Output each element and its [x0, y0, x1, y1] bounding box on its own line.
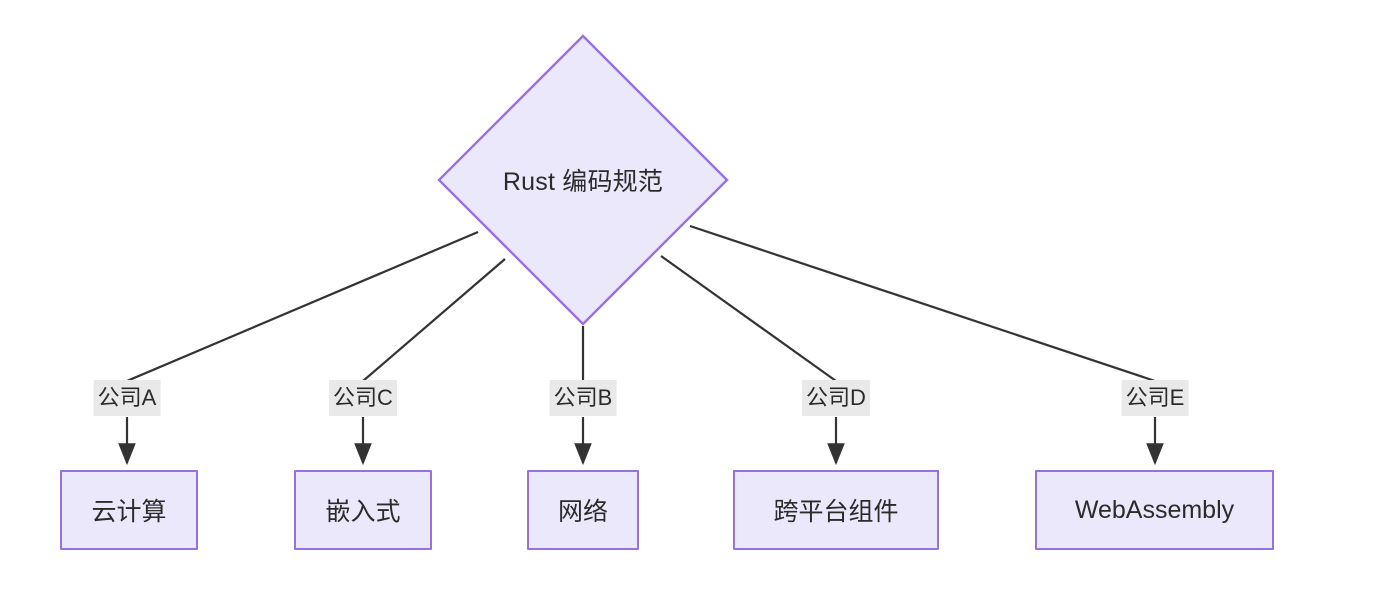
edge-label-company-c: 公司C	[329, 380, 397, 416]
node-cloud[interactable]: 云计算	[60, 470, 198, 550]
node-root-label: Rust 编码规范	[502, 168, 664, 196]
edge-label-company-a: 公司A	[93, 380, 161, 416]
edge-label-company-b: 公司B	[549, 380, 617, 416]
edge-label-company-e: 公司E	[1121, 380, 1189, 416]
node-network[interactable]: 网络	[527, 470, 639, 550]
diamond-shape-icon	[437, 34, 729, 326]
node-webassembly[interactable]: WebAssembly	[1035, 470, 1274, 550]
edge-label-company-d: 公司D	[802, 380, 870, 416]
edge-line-company-a	[126, 230, 479, 383]
edge-line-company-c	[362, 258, 506, 382]
edge-line-company-e	[689, 224, 1156, 383]
node-embedded[interactable]: 嵌入式	[294, 470, 432, 550]
edge-line-company-d	[660, 255, 837, 382]
node-root-diamond[interactable]: Rust 编码规范	[437, 34, 729, 326]
node-crossplatform[interactable]: 跨平台组件	[733, 470, 939, 550]
